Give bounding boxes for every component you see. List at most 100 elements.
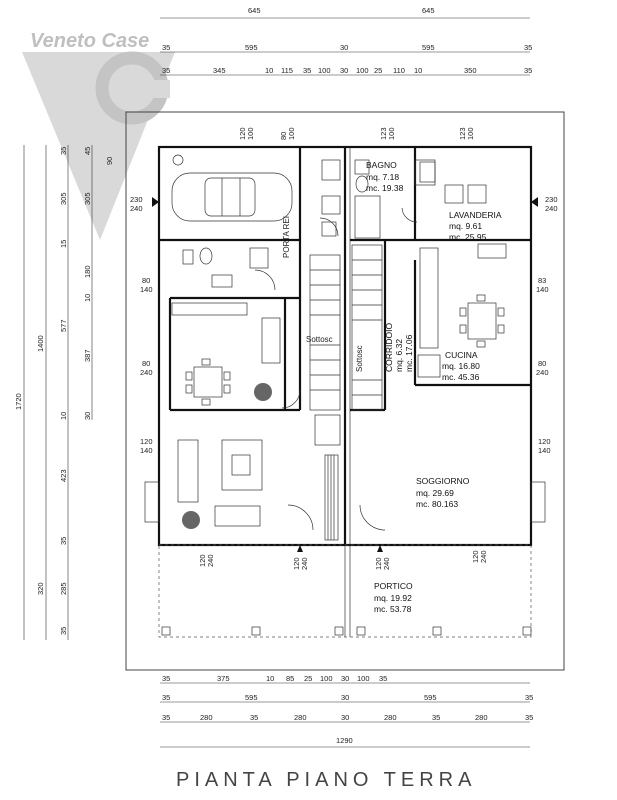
- svg-text:240: 240: [382, 557, 391, 570]
- svg-text:30: 30: [341, 674, 349, 683]
- dining-table-right: [459, 294, 505, 348]
- svg-text:35: 35: [525, 713, 533, 722]
- svg-text:645: 645: [248, 6, 261, 15]
- svg-text:1720: 1720: [14, 393, 23, 410]
- svg-text:SOGGIORNO: SOGGIORNO: [416, 476, 470, 486]
- fixtures-left: [171, 154, 341, 364]
- svg-text:320: 320: [36, 582, 45, 595]
- room-bagno: BAGNO mq. 7.18 mc. 19.38: [366, 160, 404, 193]
- svg-text:90: 90: [105, 157, 114, 165]
- svg-text:230: 230: [130, 195, 143, 204]
- svg-text:240: 240: [130, 204, 143, 213]
- svg-text:345: 345: [213, 66, 226, 75]
- svg-text:350: 350: [464, 66, 477, 75]
- svg-text:100: 100: [356, 66, 369, 75]
- svg-text:123: 123: [458, 127, 467, 140]
- fixtures-right: [354, 159, 507, 378]
- svg-text:30: 30: [340, 43, 348, 52]
- svg-text:240: 240: [545, 204, 558, 213]
- svg-text:LAVANDERIA: LAVANDERIA: [449, 210, 502, 220]
- svg-text:123: 123: [379, 127, 388, 140]
- svg-text:PORTICO: PORTICO: [374, 581, 413, 591]
- svg-text:35: 35: [59, 627, 68, 635]
- logo-triangle: [22, 52, 175, 240]
- room-soggiorno: SOGGIORNO mq. 29.69 mc. 80.163: [416, 476, 470, 509]
- car-icon: [171, 172, 293, 222]
- svg-text:595: 595: [245, 693, 258, 702]
- porta-rei-label: PORTA REI: [282, 216, 291, 258]
- svg-text:140: 140: [536, 285, 549, 294]
- sottoscala-left-label: Sottosc: [306, 335, 333, 344]
- svg-text:35: 35: [379, 674, 387, 683]
- svg-text:1400: 1400: [36, 335, 45, 352]
- svg-text:280: 280: [200, 713, 213, 722]
- svg-text:305: 305: [59, 192, 68, 205]
- svg-text:577: 577: [59, 319, 68, 332]
- svg-text:285: 285: [59, 582, 68, 595]
- portico-area: [158, 544, 532, 638]
- svg-text:120: 120: [238, 127, 247, 140]
- svg-text:140: 140: [538, 446, 551, 455]
- svg-text:mc. 45.36: mc. 45.36: [442, 372, 480, 382]
- svg-text:120: 120: [198, 554, 207, 567]
- svg-text:mq. 16.80: mq. 16.80: [442, 361, 480, 371]
- svg-text:30: 30: [341, 713, 349, 722]
- svg-text:423: 423: [59, 469, 68, 482]
- svg-text:mq. 9.61: mq. 9.61: [449, 221, 482, 231]
- svg-text:35: 35: [162, 66, 170, 75]
- top-dimensions: 645 645 35 595 30 595 35 35 345 10 115 3…: [160, 6, 532, 76]
- logo-text: Veneto Case: [30, 30, 149, 52]
- stairs-left: [309, 254, 341, 411]
- svg-text:25: 25: [304, 674, 312, 683]
- svg-text:83: 83: [538, 276, 546, 285]
- svg-text:15: 15: [59, 240, 68, 248]
- svg-text:35: 35: [524, 66, 532, 75]
- svg-text:100: 100: [466, 127, 475, 140]
- svg-text:mq. 6.32: mq. 6.32: [394, 339, 404, 372]
- svg-text:280: 280: [294, 713, 307, 722]
- svg-text:10: 10: [414, 66, 422, 75]
- svg-text:240: 240: [300, 557, 309, 570]
- svg-text:100: 100: [246, 127, 255, 140]
- svg-text:mq. 7.18: mq. 7.18: [366, 172, 399, 182]
- svg-text:30: 30: [340, 66, 348, 75]
- window-dimensions: 120 100 80 100 123 100 123 100 230 240 2…: [130, 127, 558, 570]
- svg-text:mc. 19.38: mc. 19.38: [366, 183, 404, 193]
- dining-table-left: [185, 358, 231, 406]
- svg-text:35: 35: [162, 43, 170, 52]
- svg-text:mc. 53.78: mc. 53.78: [374, 604, 412, 614]
- svg-text:100: 100: [320, 674, 333, 683]
- doors: [254, 207, 418, 531]
- svg-text:10: 10: [266, 674, 274, 683]
- svg-text:mq. 29.69: mq. 29.69: [416, 488, 454, 498]
- svg-text:645: 645: [422, 6, 435, 15]
- svg-text:CUCINA: CUCINA: [445, 350, 478, 360]
- living-left: [177, 414, 341, 541]
- svg-text:100: 100: [287, 127, 296, 140]
- svg-text:80: 80: [142, 359, 150, 368]
- svg-text:35: 35: [59, 147, 68, 155]
- svg-text:mq. 19.92: mq. 19.92: [374, 593, 412, 603]
- svg-text:35: 35: [303, 66, 311, 75]
- svg-text:mc. 80.163: mc. 80.163: [416, 499, 458, 509]
- room-corridoio: CORRIDOIO mq. 6.32 mc. 17.06: [384, 323, 414, 373]
- sottoscala-right-label: Sottosc: [355, 345, 364, 372]
- svg-text:10: 10: [265, 66, 273, 75]
- svg-text:387: 387: [83, 349, 92, 362]
- svg-text:180: 180: [83, 265, 92, 278]
- bottom-dimensions: 35 375 10 85 25 100 30 100 35 35 595 30 …: [160, 674, 533, 748]
- svg-text:25: 25: [374, 66, 382, 75]
- svg-text:230: 230: [545, 195, 558, 204]
- drawing-frame: [125, 111, 565, 671]
- svg-text:240: 240: [206, 554, 215, 567]
- page-title: PIANTA PIANO TERRA: [176, 769, 476, 791]
- svg-text:35: 35: [162, 693, 170, 702]
- svg-text:80: 80: [142, 276, 150, 285]
- svg-text:140: 140: [140, 285, 153, 294]
- svg-text:35: 35: [525, 693, 533, 702]
- svg-text:1290: 1290: [336, 736, 353, 745]
- svg-text:80: 80: [279, 132, 288, 140]
- svg-text:240: 240: [479, 550, 488, 563]
- svg-text:140: 140: [140, 446, 153, 455]
